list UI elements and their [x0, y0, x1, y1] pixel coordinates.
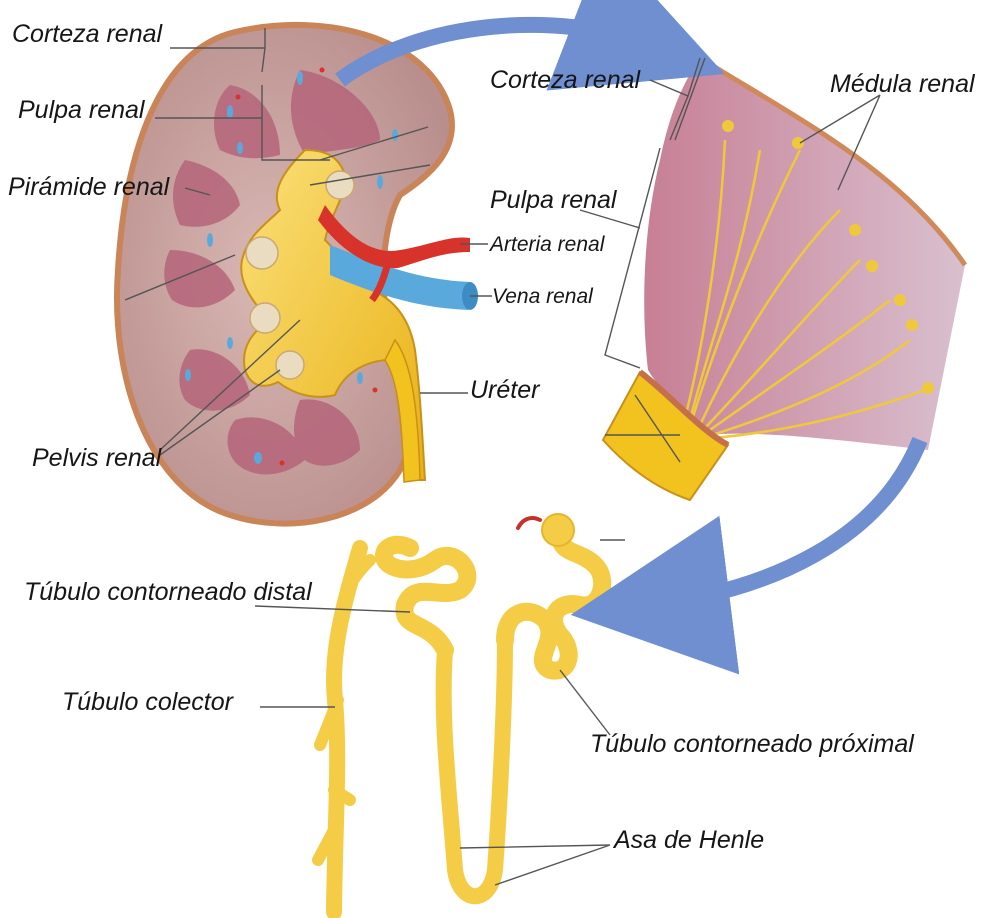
cortex-wedge	[603, 58, 965, 500]
label-corteza-renal-kidney: Corteza renal	[12, 22, 162, 47]
label-arteria-renal: Arteria renal	[490, 234, 604, 255]
label-vena-renal: Vena renal	[492, 286, 593, 307]
bowmans-capsule	[542, 514, 574, 546]
label-pelvis-renal: Pelvis renal	[32, 446, 161, 471]
label-pulpa-renal-kidney: Pulpa renal	[18, 98, 144, 123]
label-ureter: Uréter	[470, 378, 539, 403]
kidney-section	[117, 25, 478, 524]
collecting-duct	[334, 548, 360, 912]
distal-tubule	[384, 545, 467, 650]
label-tubulo-contorneado-proximal: Túbulo contorneado próximal	[590, 732, 914, 757]
label-asa-de-henle: Asa de Henle	[614, 828, 764, 853]
label-tubulo-contorneado-distal: Túbulo contorneado distal	[24, 580, 312, 605]
proximal-tubule	[505, 535, 602, 671]
label-tubulo-colector: Túbulo colector	[62, 690, 233, 715]
nephron	[318, 514, 602, 912]
label-pulpa-renal-wedge: Pulpa renal	[490, 188, 616, 213]
label-piramide-renal: Pirámide renal	[8, 175, 169, 200]
label-corteza-renal-wedge: Corteza renal	[490, 68, 640, 93]
loop-of-henle	[444, 640, 505, 896]
label-medula-renal: Médula renal	[830, 72, 975, 97]
